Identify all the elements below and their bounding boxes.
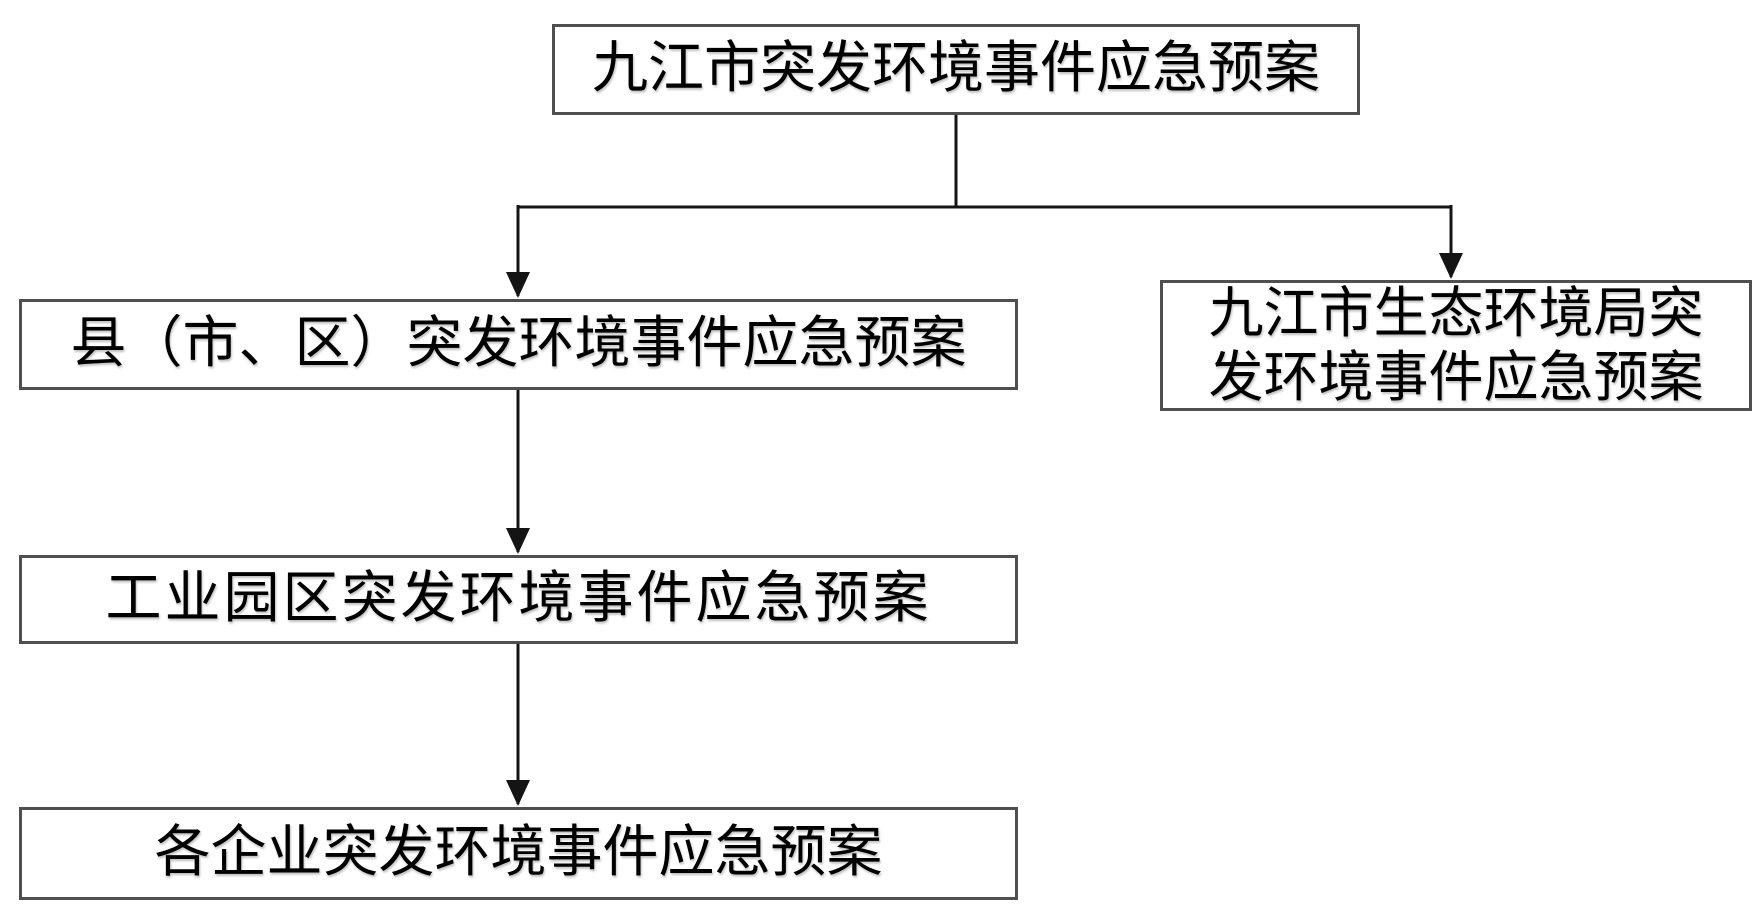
node-county-emergency-plan-label: 县（市、区）突发环境事件应急预案: [70, 313, 967, 376]
bureau-label-line-1: 九江市生态环境局突: [1208, 283, 1704, 345]
node-city-emergency-plan-label: 九江市突发环境事件应急预案: [592, 38, 1320, 101]
node-enterprise-plan: 各企业突发环境事件应急预案: [19, 807, 1018, 900]
bureau-label-line-2: 发环境事件应急预案: [1208, 346, 1704, 408]
node-eco-environment-bureau-plan: 九江市生态环境局突 发环境事件应急预案: [1160, 280, 1752, 411]
node-industrial-park-plan-label: 工业园区突发环境事件应急预案: [105, 568, 932, 631]
node-eco-environment-bureau-plan-label: 九江市生态环境局突 发环境事件应急预案: [1208, 282, 1703, 409]
node-industrial-park-plan: 工业园区突发环境事件应急预案: [19, 555, 1018, 644]
node-county-emergency-plan: 县（市、区）突发环境事件应急预案: [19, 299, 1018, 390]
node-enterprise-plan-label: 各企业突发环境事件应急预案: [154, 822, 883, 885]
node-city-emergency-plan: 九江市突发环境事件应急预案: [552, 24, 1360, 115]
